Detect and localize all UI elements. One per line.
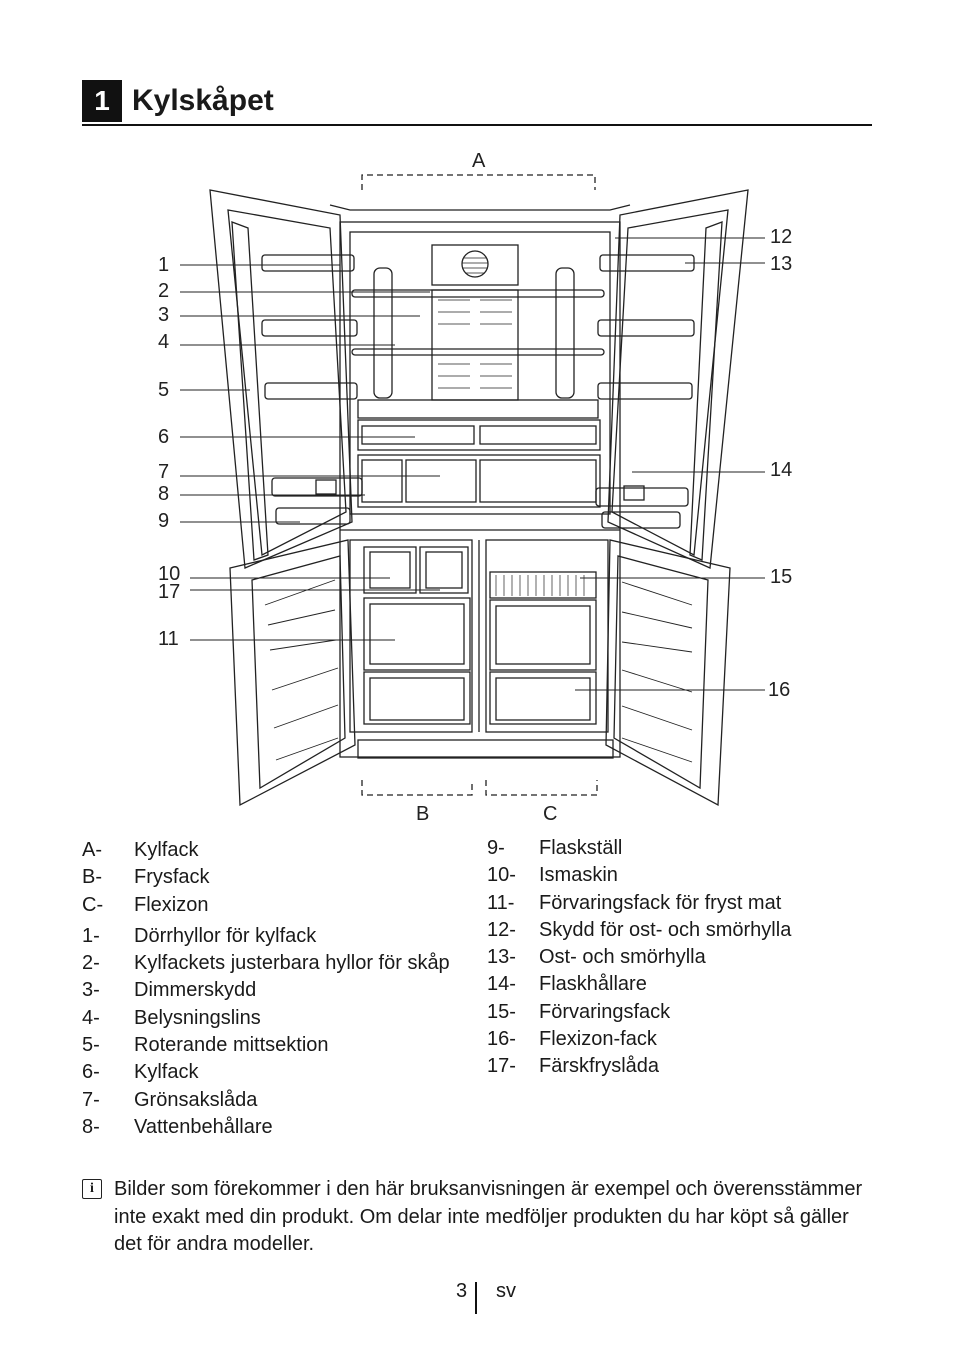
legend-item: 3- Dimmerskydd bbox=[82, 977, 450, 1004]
legend-text: Kylfack bbox=[134, 839, 199, 861]
label-C: C bbox=[543, 803, 557, 825]
legend-text: Kylfack bbox=[134, 1061, 199, 1084]
legend-item: 17- Färskfryslåda bbox=[487, 1053, 791, 1080]
legend-code: 13- bbox=[487, 946, 516, 969]
legend-code: 12- bbox=[487, 918, 516, 941]
callout-16: 16 bbox=[768, 679, 790, 701]
callout-6: 6 bbox=[158, 426, 169, 448]
callout-3: 3 bbox=[158, 304, 169, 326]
legend-code: 1- bbox=[82, 924, 100, 947]
legend-code: 15- bbox=[487, 1000, 516, 1023]
legend-item: B- Frysfack bbox=[82, 864, 450, 891]
label-B: B bbox=[416, 803, 429, 825]
legend-item: 5- Roterande mittsektion bbox=[82, 1032, 450, 1059]
note-text: Bilder som förekommer i den här bruksanv… bbox=[114, 1178, 863, 1255]
callout-5: 5 bbox=[158, 379, 169, 401]
callout-17: 17 bbox=[158, 581, 180, 603]
legend-text: Förvaringsfack bbox=[539, 1000, 671, 1023]
callout-10: 10 bbox=[158, 563, 180, 585]
legend-item: 14- Flaskhållare bbox=[487, 971, 791, 998]
legend-code: B- bbox=[82, 866, 102, 889]
legend-code: 14- bbox=[487, 973, 516, 996]
callout-11: 11 bbox=[158, 628, 179, 650]
legend-code: 7- bbox=[82, 1088, 100, 1111]
legend-text: Färskfryslåda bbox=[539, 1055, 660, 1078]
callout-13: 13 bbox=[770, 253, 792, 275]
callout-14: 14 bbox=[770, 459, 792, 481]
legend-code: 16- bbox=[487, 1028, 516, 1051]
legend-code: 11- bbox=[487, 891, 515, 914]
legend-item: 12- Skydd för ost- och smörhylla bbox=[487, 917, 791, 944]
legend-code: 9- bbox=[487, 837, 505, 859]
legend-text: Skydd för ost- och smörhylla bbox=[539, 918, 792, 941]
label-A: A bbox=[472, 150, 486, 172]
legend-item: 16- Flexizon-fack bbox=[487, 1026, 791, 1053]
legend-code: 5- bbox=[82, 1034, 100, 1057]
page-number: 3 bbox=[456, 1280, 468, 1302]
legend-item: 15- Förvaringsfack bbox=[487, 999, 791, 1026]
legend-text: Förvaringsfack för fryst mat bbox=[539, 891, 782, 914]
legend-text: Belysningslins bbox=[134, 1006, 261, 1029]
legend-code: C- bbox=[82, 893, 104, 916]
legend-item: 10- Ismaskin bbox=[487, 862, 791, 889]
legend-item: 11- Förvaringsfack för fryst mat bbox=[487, 890, 791, 917]
language-code: sv bbox=[496, 1280, 516, 1302]
legend-code: 2- bbox=[82, 952, 100, 975]
legend-code: 4- bbox=[82, 1006, 100, 1029]
legend-text: Flexizon bbox=[134, 893, 209, 916]
legend-code: A- bbox=[82, 839, 102, 861]
legend-text: Grönsakslåda bbox=[134, 1088, 258, 1111]
legend-right: 9- Flaskställ 10- Ismaskin 11- Förvaringsfa… bbox=[487, 835, 791, 1081]
legend-text: Frysfack bbox=[134, 866, 210, 889]
legend-code: 10- bbox=[487, 864, 516, 887]
callout-12: 12 bbox=[770, 226, 792, 248]
legend-text: Flaskställ bbox=[539, 837, 623, 859]
legend-text: Vattenbehållare bbox=[134, 1115, 273, 1138]
fridge-diagram: A B C 1 2 3 4 5 6 7 8 9 10 17 11 12 13 1… bbox=[158, 150, 792, 825]
legend-text: Roterande mittsektion bbox=[134, 1034, 329, 1057]
callout-9: 9 bbox=[158, 510, 169, 532]
legend-code: 6- bbox=[82, 1061, 100, 1084]
info-icon: i bbox=[82, 1179, 102, 1199]
legend-item: 13- Ost- och smörhylla bbox=[487, 944, 791, 971]
legend-text: Dörrhyllor för kylfack bbox=[134, 924, 317, 947]
legend-text: Flexizon-fack bbox=[539, 1028, 657, 1051]
legend-item: A- Kylfack bbox=[82, 837, 450, 864]
legend-item: 4- Belysningslins bbox=[82, 1005, 450, 1032]
legend-text: Ismaskin bbox=[539, 864, 618, 887]
legend-left: A- Kylfack B- Frysfack C- Flexizon 1- Dörrhy… bbox=[82, 837, 450, 1141]
legend-text: Kylfackets justerbara hyllor för skåp bbox=[134, 952, 450, 975]
callout-1: 1 bbox=[158, 254, 169, 276]
section-title: Kylskåpet bbox=[132, 84, 274, 117]
legend-item: C- Flexizon bbox=[82, 892, 450, 919]
legend-item: 2- Kylfackets justerbara hyllor för skåp bbox=[82, 950, 450, 977]
legend-item: 1- Dörrhyllor för kylfack bbox=[82, 923, 450, 950]
callout-7: 7 bbox=[158, 461, 169, 483]
legend-code: 17- bbox=[487, 1055, 516, 1078]
legend-code: 8- bbox=[82, 1115, 100, 1138]
callout-4: 4 bbox=[158, 331, 169, 353]
callout-8: 8 bbox=[158, 483, 169, 505]
legend-text: Dimmerskydd bbox=[134, 979, 257, 1002]
legend-item: 9- Flaskställ bbox=[487, 835, 791, 862]
callout-2: 2 bbox=[158, 280, 169, 302]
legend-item: 6- Kylfack bbox=[82, 1059, 450, 1086]
legend-item: 8- Vattenbehållare bbox=[82, 1114, 450, 1141]
footer-divider bbox=[475, 1282, 477, 1314]
callout-15: 15 bbox=[770, 566, 792, 588]
legend-code: 3- bbox=[82, 979, 100, 1002]
legend-item: 7- Grönsakslåda bbox=[82, 1087, 450, 1114]
section-number: 1 bbox=[82, 80, 122, 122]
legend-text: Ost- och smörhylla bbox=[539, 946, 706, 969]
section-header: 1 Kylskåpet bbox=[82, 80, 872, 126]
legend-text: Flaskhållare bbox=[539, 973, 647, 996]
